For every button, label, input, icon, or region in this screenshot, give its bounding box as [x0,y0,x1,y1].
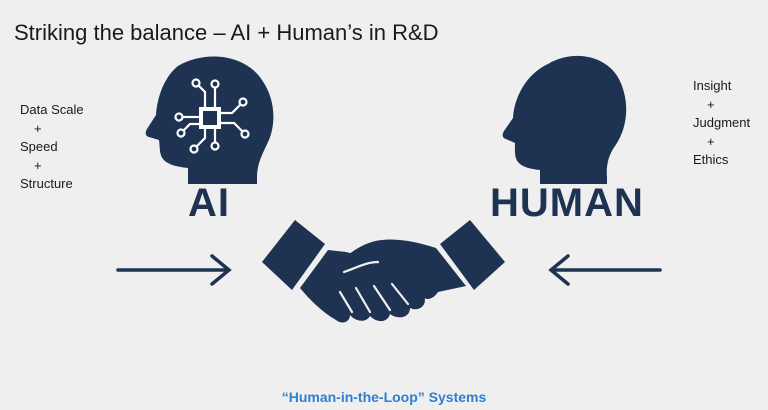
ai-quality-speed: Speed [20,139,58,154]
ai-quality-structure: Structure [20,176,73,191]
ai-qualities-list: Data Scale + Speed + Structure [20,101,84,194]
human-quality-judgment: Judgment [693,115,751,130]
human-label: HUMAN [490,181,644,225]
plus-sign: + [34,157,42,173]
circuit-chip-icon [174,78,250,154]
ai-label: AI [188,181,230,225]
ai-quality-data-scale: Data Scale [20,102,84,117]
human-quality-insight: Insight [693,78,732,93]
slide-title: Striking the balance – AI + Human’s in R… [14,20,439,45]
human-head-icon [502,55,627,184]
plus-sign: + [707,96,715,112]
arrow-left-icon [548,254,662,286]
arrow-right-icon [116,254,232,286]
plus-sign: + [34,120,42,136]
human-qualities-list: Insight + Judgment + Ethics [693,77,750,170]
human-quality-ethics: Ethics [693,152,729,167]
plus-sign: + [707,133,715,149]
handshake-icon [262,220,505,323]
caption: “Human-in-the-Loop” Systems [281,389,487,405]
